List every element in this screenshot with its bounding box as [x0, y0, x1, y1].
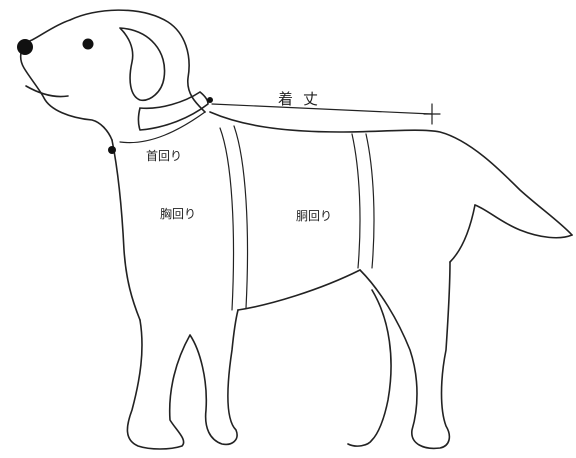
back-length-label: 着丈: [278, 92, 328, 107]
neck-measure-dot: [108, 146, 116, 154]
dog-nose: [17, 39, 33, 55]
waist-girth-label: 胴回り: [296, 210, 332, 222]
dog-hind-leg-outline: [348, 262, 450, 448]
neck-girth-tape: [120, 112, 205, 143]
neck-girth-label: 首回り: [146, 150, 182, 162]
dog-back-outline: [210, 112, 572, 235]
dog-front-leg-outline: [127, 310, 238, 449]
shoulder-measure-dot: [207, 97, 213, 103]
waist-girth-tape: [352, 134, 374, 268]
back-length-end-marker: [424, 104, 440, 124]
chest-girth-tape: [220, 126, 248, 310]
dog-eye: [83, 39, 94, 50]
dog-ear-outline: [120, 28, 165, 100]
dog-collar-outline: [139, 92, 209, 130]
dog-chest-outline: [112, 140, 140, 320]
dog-belly-outline: [238, 205, 475, 310]
chest-girth-label: 胸回り: [160, 208, 196, 220]
dog-mouth-line: [26, 86, 68, 97]
